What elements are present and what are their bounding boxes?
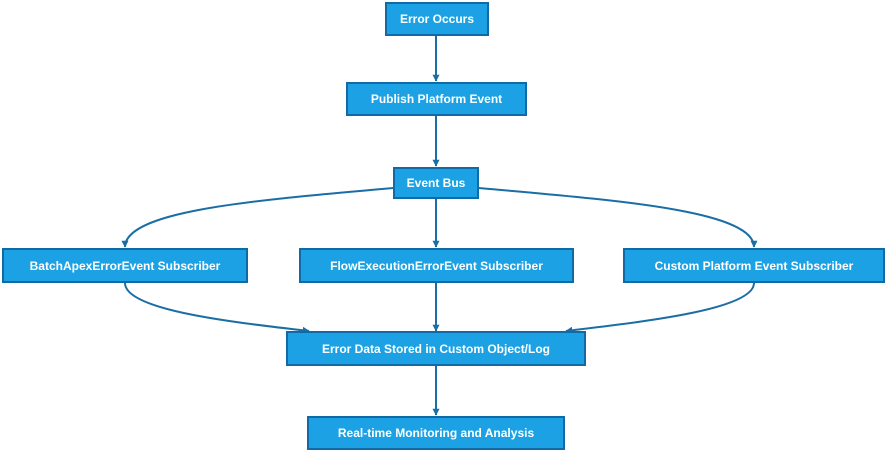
edge-bus-to-custom [478,187,758,248]
node-real-time-monitoring: Real-time Monitoring and Analysis [307,416,565,450]
node-error-data-stored: Error Data Stored in Custom Object/Log [286,331,586,366]
node-flow-execution-error-subscriber: FlowExecutionErrorEvent Subscriber [299,248,574,283]
node-batch-apex-error-subscriber: BatchApexErrorEvent Subscriber [2,248,248,283]
node-publish-platform-event: Publish Platform Event [346,82,527,116]
edge-bus-to-batch [121,187,394,248]
node-event-bus: Event Bus [393,167,479,199]
node-error-occurs: Error Occurs [385,2,489,36]
edge-batch-to-stored [124,282,310,334]
node-custom-platform-event-subscriber: Custom Platform Event Subscriber [623,248,885,283]
edge-custom-to-stored [565,282,755,334]
